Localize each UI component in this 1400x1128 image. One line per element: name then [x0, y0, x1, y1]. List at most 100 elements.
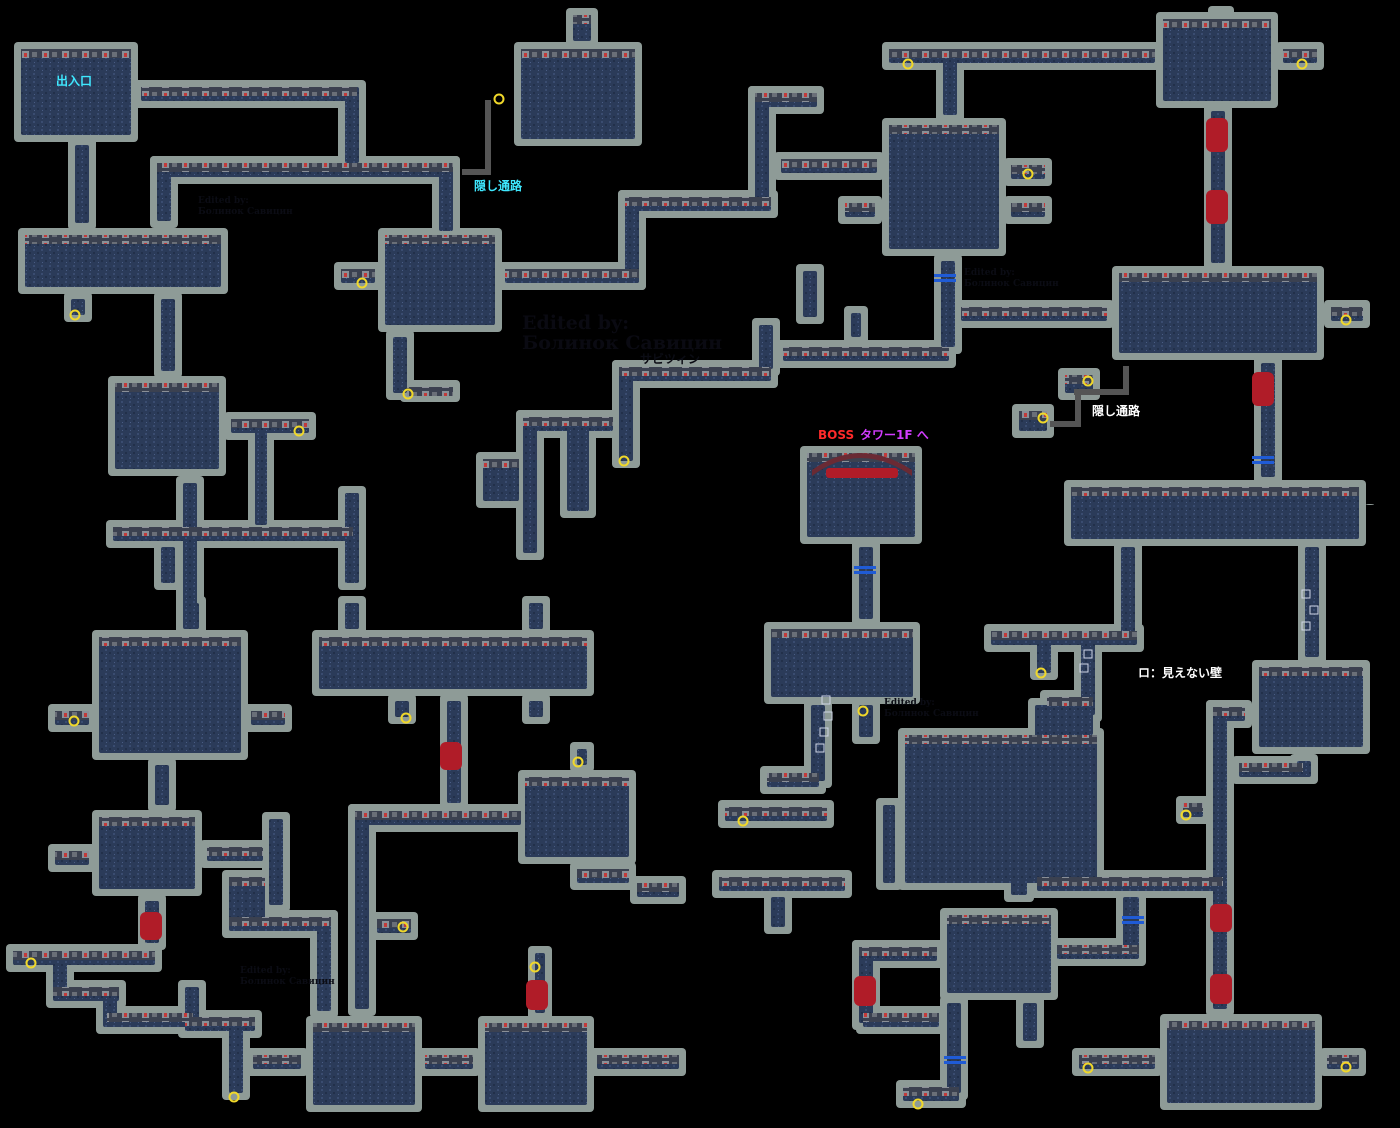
torch-wall-icon — [597, 1055, 679, 1064]
water-grate-bar — [934, 274, 956, 277]
watermark-line1: Edited by: — [522, 312, 630, 334]
water-grate-icon — [854, 566, 876, 574]
water-grate-bar — [944, 1061, 966, 1064]
room-floor — [319, 637, 587, 689]
corridor-floor — [345, 87, 359, 163]
corridor-floor — [859, 705, 873, 737]
watermark-small-4a: Edited by: — [240, 966, 291, 976]
invisible-wall-legend: ロ：見えない壁 — [1138, 666, 1223, 680]
treasure-marker-icon — [1296, 58, 1308, 70]
room-floor — [115, 383, 219, 469]
torch-wall-icon — [99, 817, 195, 826]
corridor-floor — [529, 603, 543, 629]
torch-wall-icon — [115, 383, 219, 392]
torch-wall-icon — [341, 269, 375, 278]
corridor-floor — [859, 547, 873, 619]
treasure-marker-icon — [1340, 314, 1352, 326]
treasure-marker-icon — [529, 961, 541, 973]
room-floor — [25, 235, 221, 287]
room-floor — [525, 777, 629, 857]
torch-wall-icon — [783, 347, 949, 356]
torch-wall-icon — [157, 163, 453, 172]
corridor-floor — [771, 897, 785, 927]
corridor-floor — [1035, 705, 1049, 739]
red-door-icon — [140, 912, 162, 940]
corridor-floor — [625, 197, 639, 283]
torch-wall-icon — [407, 387, 453, 396]
torch-wall-icon — [1011, 203, 1045, 212]
corridor-floor — [1305, 547, 1319, 657]
torch-wall-icon — [1079, 1055, 1155, 1064]
torch-wall-icon — [905, 735, 1097, 744]
corridor-floor — [619, 367, 633, 461]
corridor-floor — [947, 1003, 961, 1093]
torch-wall-icon — [253, 1055, 301, 1064]
corridor-floor — [229, 877, 265, 919]
torch-wall-icon — [961, 307, 1107, 316]
torch-wall-icon — [229, 917, 331, 926]
treasure-marker-icon — [493, 93, 505, 105]
torch-wall-icon — [21, 49, 131, 58]
torch-wall-icon — [1327, 1055, 1359, 1064]
room-floor — [905, 735, 1097, 883]
hidden-passage-layer — [462, 100, 1129, 427]
treasure-marker-icon — [1035, 667, 1047, 679]
corridor-floor — [317, 917, 331, 1011]
torch-wall-icon — [625, 197, 771, 206]
torch-wall-icon — [1331, 307, 1363, 316]
corridor-floor — [1213, 707, 1227, 1009]
corridor-floor — [1123, 897, 1139, 953]
red-door-icon — [440, 742, 462, 770]
room-floor — [99, 637, 241, 753]
watermark-small-2b: Болинок Савицин — [964, 279, 1059, 289]
treasure-marker-icon — [912, 1098, 924, 1110]
corridor-floor — [161, 547, 175, 583]
watermark-small-3a: Edited by: — [884, 698, 935, 708]
water-grate-bar — [1252, 456, 1274, 459]
treasure-marker-icon — [228, 1091, 240, 1103]
hidden-passage-label-top: 隠し通路 — [474, 179, 523, 193]
corridor-floor — [1121, 547, 1135, 639]
room-floor — [485, 1023, 587, 1105]
torch-wall-icon — [185, 1017, 255, 1026]
room-floor — [385, 235, 495, 325]
torch-wall-icon — [1065, 375, 1093, 384]
treasure-marker-icon — [618, 455, 630, 467]
torch-wall-icon — [1047, 697, 1093, 706]
torch-wall-icon — [573, 15, 591, 24]
hidden-room-wall — [1208, 6, 1234, 20]
torch-wall-icon — [1119, 273, 1317, 282]
torch-wall-icon — [231, 419, 309, 428]
corridor-floor — [759, 325, 773, 369]
hidden-passage-label-right: 隠し通路 — [1092, 404, 1141, 418]
treasure-marker-icon — [737, 815, 749, 827]
water-grate-bar — [934, 279, 956, 282]
treasure-marker-icon — [1180, 809, 1192, 821]
torch-wall-icon — [1163, 19, 1271, 28]
detail-layer — [13, 15, 1363, 1096]
invisible-wall-icon — [819, 727, 829, 737]
treasure-marker-icon — [400, 712, 412, 724]
treasure-marker-icon — [1082, 375, 1094, 387]
boss-label: BOSS — [818, 428, 855, 442]
torch-wall-icon — [1259, 667, 1363, 676]
water-grate-bar — [1252, 461, 1274, 464]
tower-exit-label: タワー1F へ — [860, 428, 929, 442]
torch-wall-icon — [863, 1013, 939, 1022]
marker-layer — [25, 58, 1352, 1110]
water-grate-icon — [1122, 916, 1144, 924]
water-grate-bar — [1122, 921, 1144, 924]
torch-wall-icon — [483, 459, 519, 468]
torch-wall-icon — [577, 869, 629, 878]
boss-carpet — [826, 468, 898, 478]
treasure-marker-icon — [902, 58, 914, 70]
room-floor — [947, 915, 1051, 993]
invisible-wall-icon — [1301, 589, 1311, 599]
invisible-wall-icon — [1301, 621, 1311, 631]
corridor-floor — [483, 459, 519, 501]
torch-wall-icon — [1239, 763, 1303, 772]
corridor-floor — [523, 417, 537, 553]
corridor-floor — [1047, 697, 1093, 735]
corridor-floor — [269, 819, 283, 905]
room-floor — [99, 817, 195, 889]
